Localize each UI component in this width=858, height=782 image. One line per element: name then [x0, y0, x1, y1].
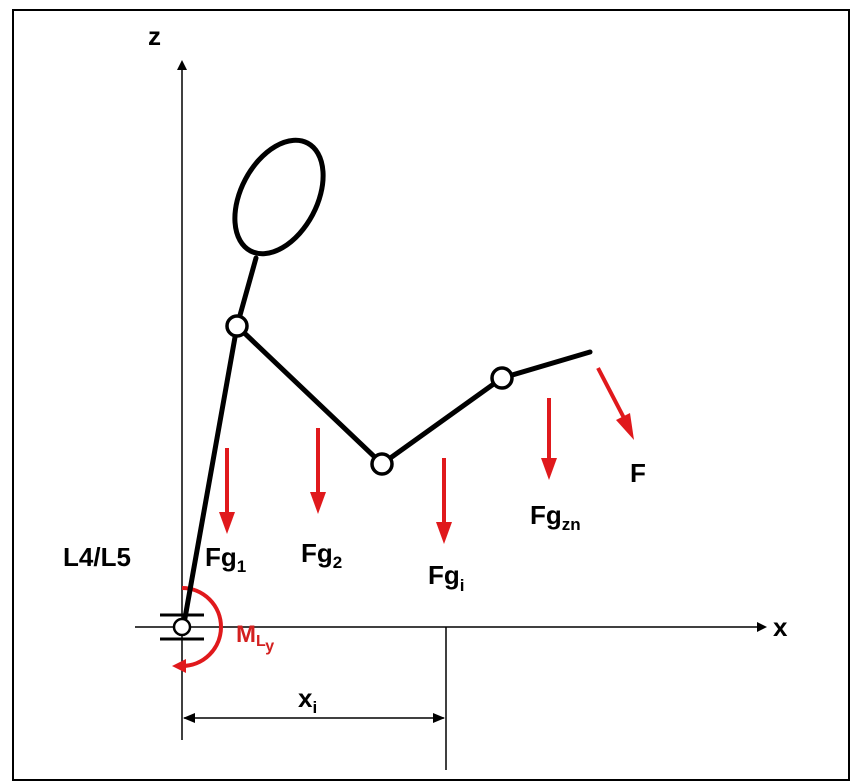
moment-arrowhead [172, 659, 186, 673]
moment-arc [181, 586, 223, 668]
forearm-segment [379, 375, 505, 467]
upper-arm-segment [234, 323, 385, 467]
wrist-joint [490, 366, 514, 390]
force-label-f: F [630, 458, 646, 488]
force-arrow-fg1 [219, 448, 235, 534]
figure-frame [12, 9, 850, 781]
z-axis-label: z [148, 21, 161, 51]
force-label-fg1: Fg1 [205, 542, 246, 576]
neck-segment [234, 255, 259, 329]
force-arrow-fg2 [310, 428, 326, 514]
head [232, 137, 326, 257]
force-label-fgzn: Fgzn [530, 500, 581, 534]
x-axis-label: x [773, 612, 788, 642]
force-label-fg2: Fg2 [301, 538, 342, 572]
joint-symbol [160, 613, 204, 641]
hand-segment [499, 349, 593, 381]
force-arrow-f [596, 367, 634, 440]
trunk-segment [182, 323, 240, 621]
force-arrow-fgzn [541, 398, 557, 480]
shoulder-joint [225, 314, 249, 338]
moment-label: MLy [236, 621, 274, 655]
elbow-joint [370, 452, 394, 476]
force-arrow-fgi [436, 458, 452, 544]
joint-label: L4/L5 [63, 542, 131, 572]
xi-label: xi [298, 683, 317, 717]
body-model [182, 137, 593, 621]
force-label-fgi: Fgi [428, 560, 465, 595]
